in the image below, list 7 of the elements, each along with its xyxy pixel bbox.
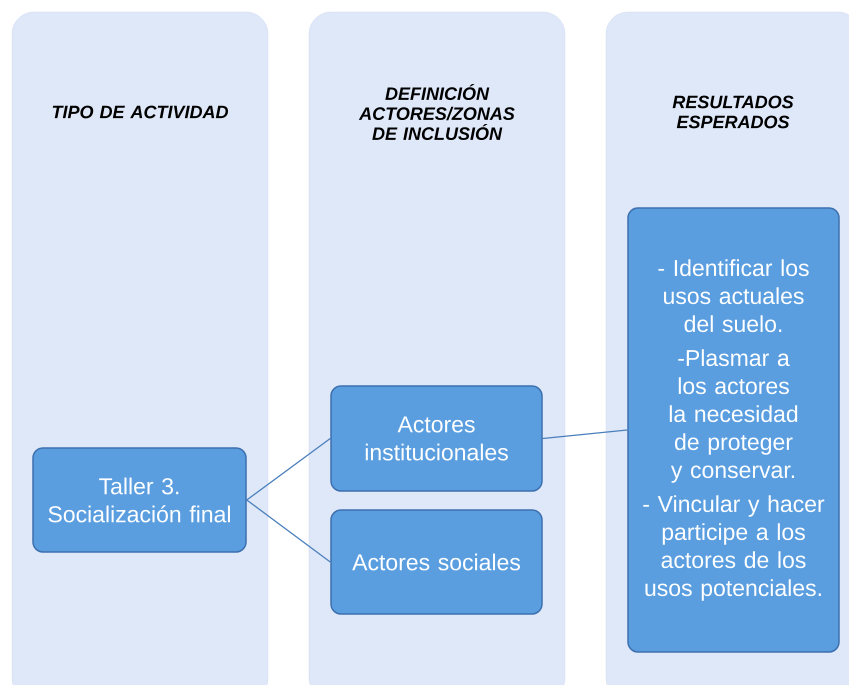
process-box: Actores sociales: [330, 509, 543, 615]
connector-line: [246, 438, 331, 500]
connector-line: [542, 429, 628, 440]
process-box: Actores institucionales: [330, 385, 543, 492]
connector-line: [246, 499, 331, 562]
process-box: - Identificar los usos actuales del suelo. -Plasmar a los actores la necesidad de proteger y conservar. - Vincular y hacer participe a los actores de los usos potenciales.: [627, 207, 840, 653]
process-box: Taller 3. Socialización final: [32, 447, 247, 553]
